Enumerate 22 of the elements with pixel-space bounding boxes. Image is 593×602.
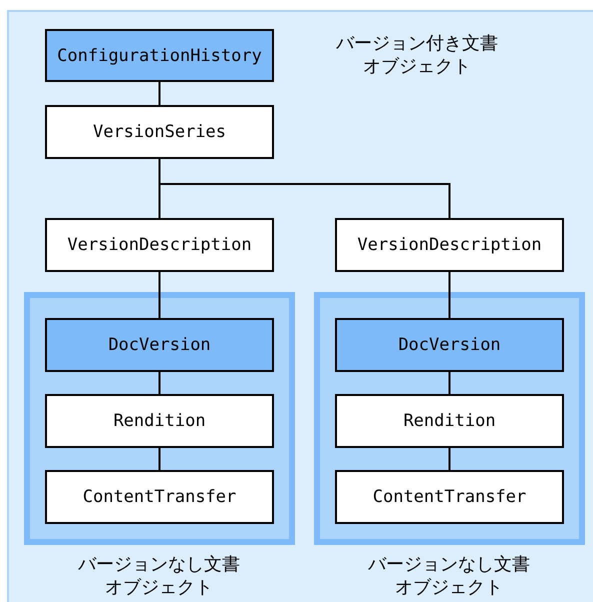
class-box: VersionDescription — [45, 218, 274, 272]
class-box: Rendition — [335, 394, 564, 448]
connector-line — [448, 272, 450, 318]
class-box: ConfigurationHistory — [45, 29, 274, 82]
heading: バージョン付き文書オブジェクト — [335, 32, 499, 78]
connector-line — [158, 372, 160, 394]
class-box: DocVersion — [45, 318, 274, 372]
class-box: ContentTransfer — [45, 470, 274, 524]
class-box: ContentTransfer — [335, 470, 564, 524]
class-box: VersionDescription — [335, 218, 564, 272]
class-box: VersionSeries — [45, 105, 274, 159]
group-label: バージョンなし文書オブジェクト — [77, 553, 241, 599]
connector-line — [158, 82, 160, 105]
document-panel — [7, 10, 593, 602]
connector-line — [158, 272, 160, 318]
connector-line — [158, 448, 160, 470]
class-box: Rendition — [45, 394, 274, 448]
connector-line — [448, 372, 450, 394]
connector-line — [448, 448, 450, 470]
group-label: バージョンなし文書オブジェクト — [367, 553, 531, 599]
connector-line — [158, 159, 450, 218]
class-box: DocVersion — [335, 318, 564, 372]
